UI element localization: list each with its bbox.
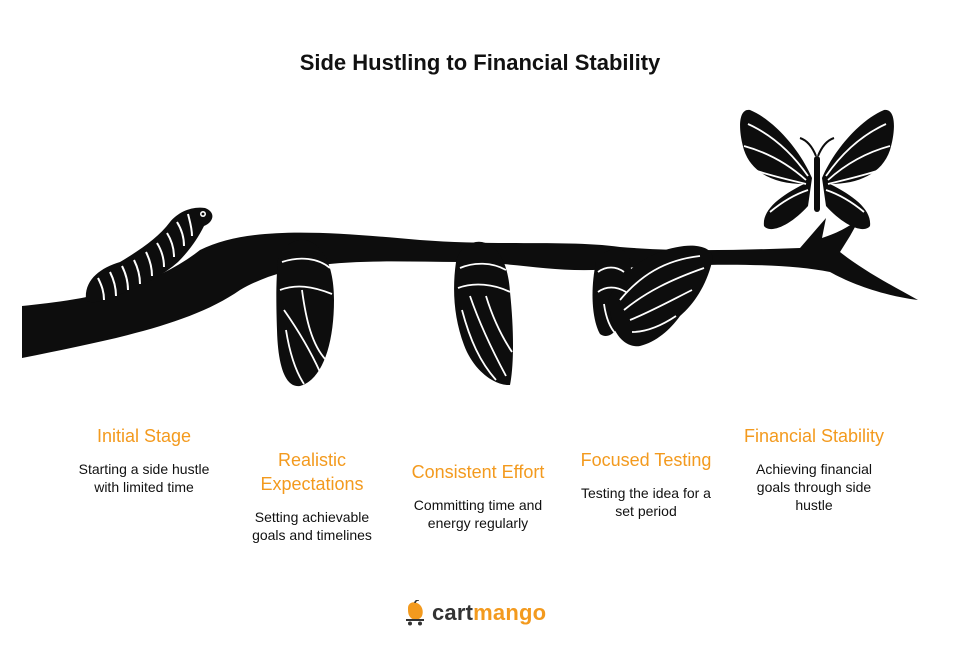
stage-description: Testing the idea for a set period	[581, 485, 711, 519]
stage-title: Initial Stage	[96, 426, 192, 446]
caterpillar-icon	[85, 207, 213, 303]
chrysalis-icon-2	[454, 241, 513, 386]
lifecycle-illustration	[22, 109, 918, 387]
logo-text-mango: mango	[473, 600, 547, 625]
stage-financial-stability: Financial Stability Achieving financial …	[739, 424, 889, 514]
stage-initial: Initial Stage Starting a side hustle wit…	[69, 424, 219, 496]
emerging-butterfly-icon	[592, 245, 713, 347]
stage-consistent-effort: Consistent Effort Committing time and en…	[403, 460, 553, 532]
stage-title: Consistent Effort	[411, 462, 545, 482]
stage-title: Realistic Expectations	[260, 450, 364, 494]
stage-description: Starting a side hustle with limited time	[78, 461, 210, 495]
chrysalis-icon-1	[276, 239, 334, 387]
stage-title: Focused Testing	[580, 450, 712, 470]
stage-realistic-expectations: Realistic Expectations Setting achievabl…	[237, 448, 387, 544]
stage-title: Financial Stability	[743, 426, 885, 446]
stage-focused-testing: Focused Testing Testing the idea for a s…	[571, 448, 721, 520]
stage-description: Achieving financial goals through side h…	[756, 461, 872, 513]
cart-mango-icon	[406, 600, 424, 626]
logo-text-cart: cart	[432, 600, 474, 625]
page-title: Side Hustling to Financial Stability	[299, 50, 661, 75]
butterfly-icon	[740, 109, 894, 230]
stage-description: Setting achievable goals and timelines	[252, 509, 372, 543]
stage-description: Committing time and energy regularly	[413, 497, 543, 531]
cartmango-logo: cartmango	[404, 598, 546, 628]
